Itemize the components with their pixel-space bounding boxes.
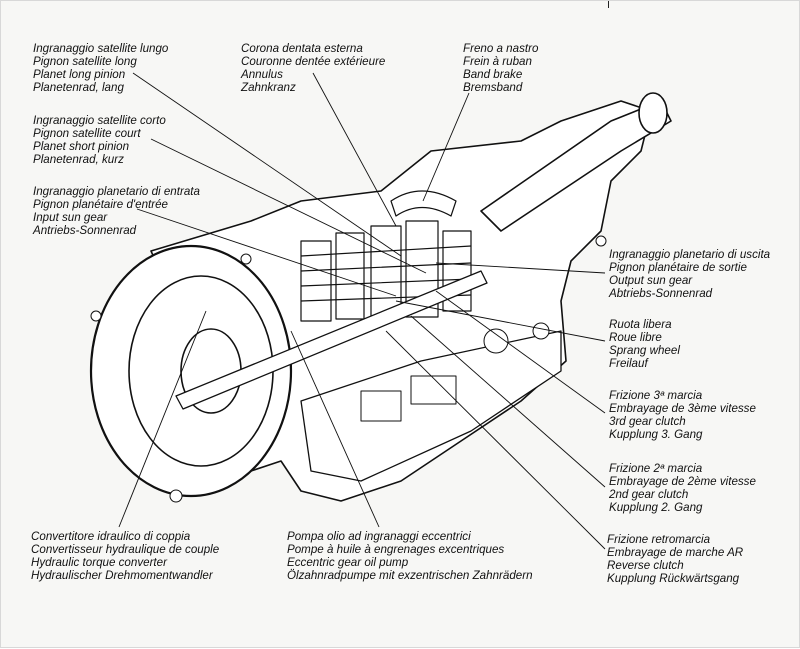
leader-oil-pump (290, 330, 380, 528)
leader-planet-short (150, 138, 427, 274)
output-flange (638, 92, 668, 134)
leader-planet-long (132, 72, 402, 257)
leader-lines (118, 72, 606, 550)
input-shaft (175, 270, 488, 410)
leader-converter (118, 310, 207, 528)
leader-input-sun (136, 208, 397, 297)
band-brake-band (390, 190, 457, 217)
leader-second-clutch (410, 315, 606, 488)
leader-reverse-clutch (385, 330, 606, 550)
valve-body (360, 322, 550, 422)
output-shaft (480, 100, 672, 232)
leader-band-brake (422, 92, 470, 202)
housing-bolts (90, 235, 607, 503)
leader-third-clutch (435, 290, 606, 414)
leader-annulus (312, 72, 397, 227)
leader-output-sun (435, 262, 606, 274)
edge-mark (608, 1, 609, 8)
oil-pan (300, 330, 562, 482)
leader-sprag (395, 300, 606, 342)
